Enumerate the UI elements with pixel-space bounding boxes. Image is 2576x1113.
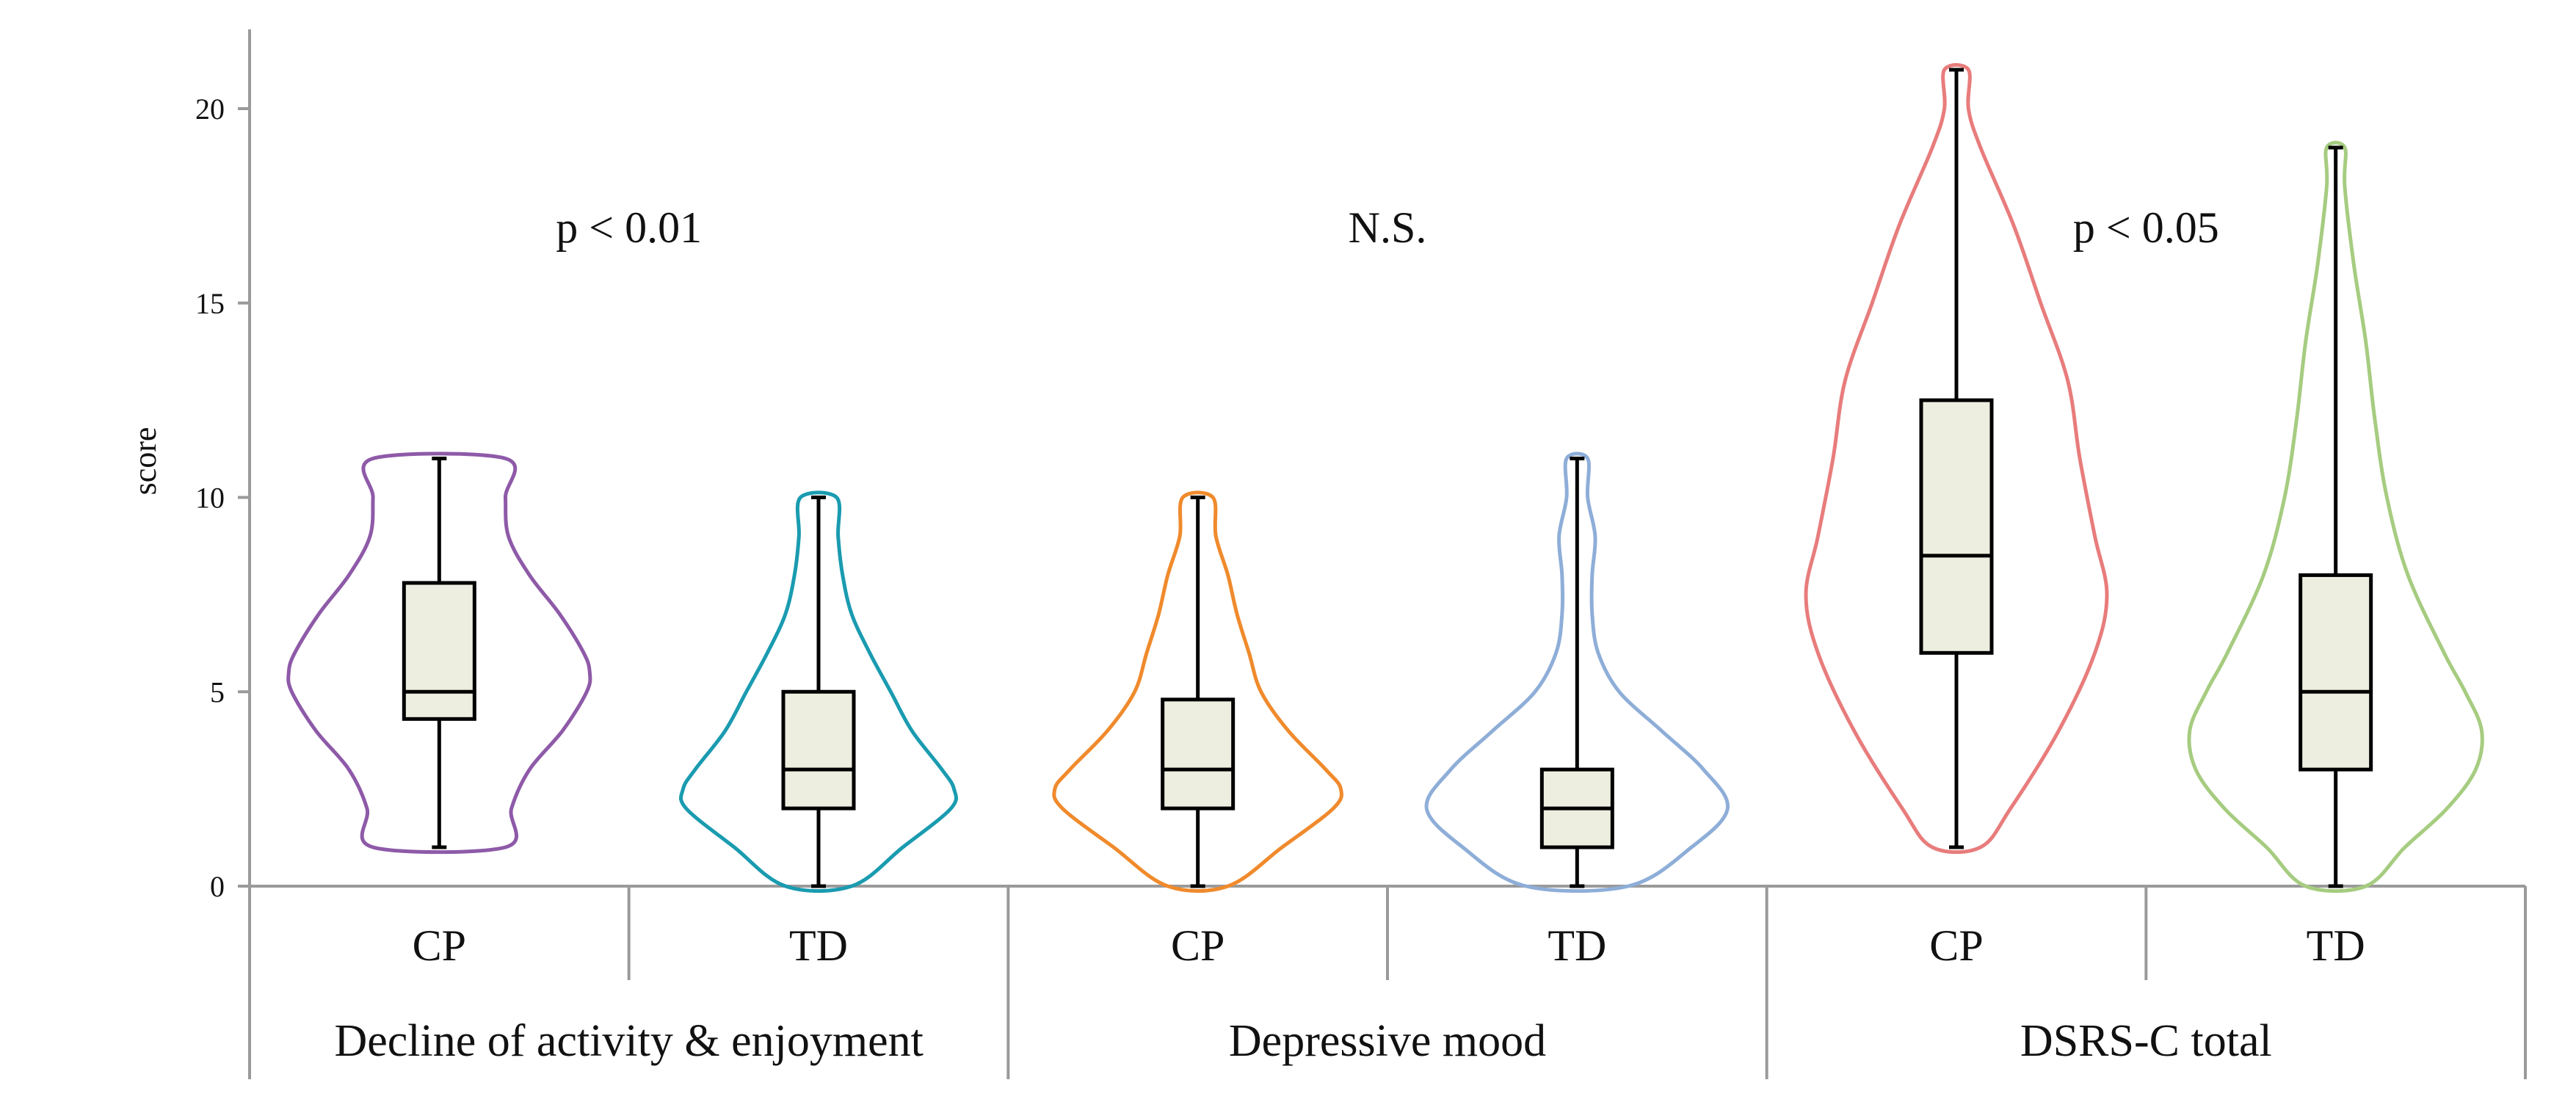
violin-td-0 xyxy=(678,490,959,893)
box xyxy=(781,689,856,811)
violin-marks xyxy=(286,62,2484,893)
group-label: Depressive mood xyxy=(1229,1016,1546,1066)
box xyxy=(402,581,476,721)
significance-annotation: N.S. xyxy=(1349,203,1427,252)
category-label: TD xyxy=(2307,921,2365,970)
y-tick-label: 0 xyxy=(210,870,225,903)
y-tick-label: 5 xyxy=(210,675,225,708)
violin-td-1 xyxy=(1424,452,1730,893)
category-label: TD xyxy=(789,921,848,970)
group-label: Decline of activity & enjoyment xyxy=(335,1016,924,1066)
axes xyxy=(238,29,2527,1079)
y-tick-label: 20 xyxy=(195,93,225,126)
y-tick-label: 10 xyxy=(195,482,225,515)
violin-td-2 xyxy=(2187,140,2484,893)
category-label: TD xyxy=(1548,921,1606,970)
significance-annotation: p < 0.05 xyxy=(2073,203,2219,252)
box xyxy=(2299,573,2373,772)
category-label: CP xyxy=(1171,921,1224,970)
significance-annotation: p < 0.01 xyxy=(556,203,702,252)
y-axis-label: score xyxy=(127,427,163,496)
violin-cp-1 xyxy=(1052,490,1343,893)
y-tick-label: 15 xyxy=(195,287,225,320)
violin-cp-0 xyxy=(286,452,592,855)
box xyxy=(1161,697,1236,811)
category-label: CP xyxy=(413,921,466,970)
category-label: CP xyxy=(1929,921,1983,970)
violin-cp-2 xyxy=(1804,62,2109,855)
box xyxy=(1919,398,1994,655)
group-label: DSRS-C total xyxy=(2020,1016,2272,1066)
